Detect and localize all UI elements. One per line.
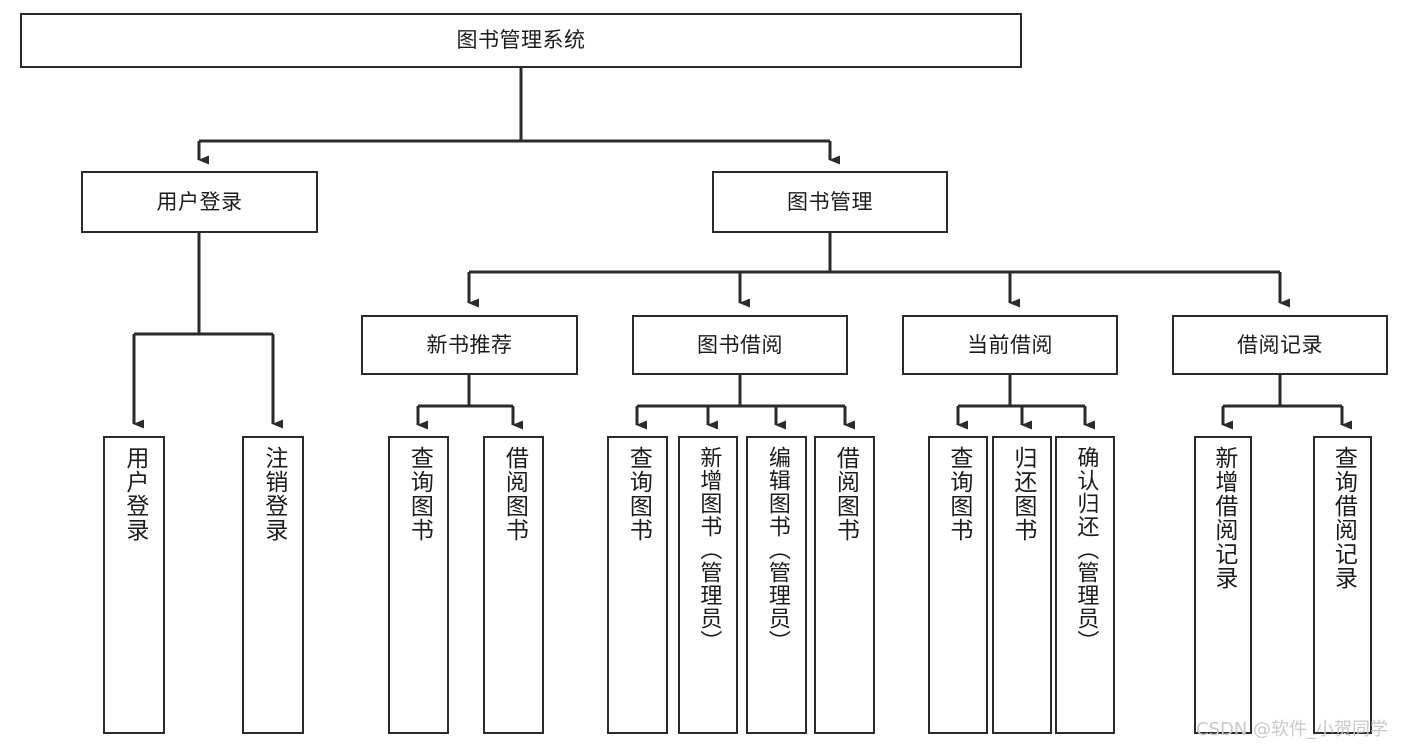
node-leaf-add-record[interactable]: 新增借阅记录 [1194,436,1252,734]
node-leaf-query-book-cur-label: 查询图书 [945,446,972,542]
node-leaf-logout-label: 注销登录 [260,446,287,542]
node-leaf-confirm-return[interactable]: 确认归还（管理员） [1055,436,1115,734]
node-leaf-add-book[interactable]: 新增图书（管理员） [678,436,738,734]
node-user-login-label: 用户登录 [156,189,243,214]
node-leaf-query-record[interactable]: 查询借阅记录 [1313,436,1372,734]
node-user-login[interactable]: 用户登录 [81,171,318,233]
node-leaf-query-book-borrow[interactable]: 查询图书 [607,436,668,734]
node-book-manage-label: 图书管理 [787,189,873,214]
node-new-book-rec-label: 新书推荐 [426,332,513,357]
node-leaf-user-login[interactable]: 用户登录 [103,436,165,734]
node-leaf-query-book-rec[interactable]: 查询图书 [388,436,449,734]
node-book-manage[interactable]: 图书管理 [712,171,948,233]
node-borrow-record-label: 借阅记录 [1237,332,1323,357]
node-leaf-borrow-book[interactable]: 借阅图书 [814,436,875,734]
node-leaf-query-book-borrow-label: 查询图书 [625,446,652,542]
node-leaf-confirm-return-label: 确认归还（管理员） [1073,446,1099,653]
node-leaf-borrow-book-rec[interactable]: 借阅图书 [483,436,544,734]
node-leaf-query-book-cur[interactable]: 查询图书 [928,436,988,734]
node-leaf-return-book[interactable]: 归还图书 [992,436,1052,734]
node-leaf-return-book-label: 归还图书 [1009,446,1036,542]
node-new-book-rec[interactable]: 新书推荐 [361,315,578,375]
node-leaf-borrow-book-label: 借阅图书 [832,446,859,542]
node-leaf-add-book-label: 新增图书（管理员） [696,446,722,653]
node-leaf-query-book-rec-label: 查询图书 [406,446,433,542]
node-book-borrow[interactable]: 图书借阅 [632,315,848,375]
node-leaf-query-record-label: 查询借阅记录 [1330,446,1357,590]
node-current-borrow-label: 当前借阅 [967,332,1053,357]
node-current-borrow[interactable]: 当前借阅 [902,315,1118,375]
node-leaf-borrow-book-rec-label: 借阅图书 [501,446,528,542]
node-borrow-record[interactable]: 借阅记录 [1172,315,1388,375]
node-leaf-edit-book-label: 编辑图书（管理员） [764,446,790,653]
node-leaf-user-login-label: 用户登录 [121,446,148,542]
node-leaf-edit-book[interactable]: 编辑图书（管理员） [746,436,807,734]
node-root-label: 图书管理系统 [456,28,586,52]
csdn-watermark: CSDN @软件_小贺同学 [1196,719,1389,740]
node-leaf-logout[interactable]: 注销登录 [242,436,304,734]
node-book-borrow-label: 图书借阅 [697,332,783,357]
node-root[interactable]: 图书管理系统 [20,13,1022,68]
node-leaf-add-record-label: 新增借阅记录 [1210,446,1237,590]
